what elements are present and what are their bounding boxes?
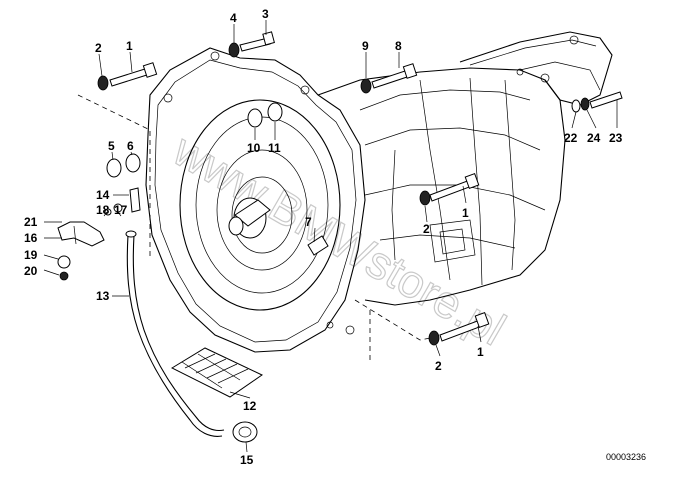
oil-filter-grille bbox=[170, 347, 263, 398]
callout-12: 12 bbox=[243, 399, 257, 413]
leader-lines bbox=[43, 20, 618, 453]
callout-17: 17 bbox=[114, 203, 128, 217]
callout-1-lower: 1 bbox=[477, 345, 484, 359]
callout-16: 16 bbox=[24, 231, 38, 245]
callout-23: 23 bbox=[609, 131, 623, 145]
callout-22: 22 bbox=[564, 131, 578, 145]
callouts: 1 2 3 4 5 6 7 8 9 10 11 12 13 14 15 16 1… bbox=[24, 7, 623, 467]
callout-7: 7 bbox=[305, 215, 312, 229]
callout-1: 1 bbox=[126, 39, 133, 53]
gearbox-case bbox=[317, 67, 566, 306]
callout-2-lower: 2 bbox=[435, 359, 442, 373]
callout-14: 14 bbox=[96, 188, 110, 202]
callout-20: 20 bbox=[24, 264, 38, 278]
callout-21: 21 bbox=[24, 215, 38, 229]
bell-housing bbox=[145, 47, 366, 353]
fasteners bbox=[97, 31, 623, 346]
callout-2: 2 bbox=[95, 41, 102, 55]
callout-6: 6 bbox=[127, 139, 134, 153]
callout-10: 10 bbox=[247, 141, 261, 155]
callout-1-right: 1 bbox=[462, 206, 469, 220]
callout-9: 9 bbox=[362, 39, 369, 53]
torque-converter bbox=[179, 99, 341, 311]
watermark-text: www.BMWstore.pl bbox=[164, 123, 514, 355]
callout-4: 4 bbox=[230, 11, 237, 25]
hose-bracket-assembly bbox=[57, 187, 258, 443]
document-number: 00003236 bbox=[606, 452, 646, 462]
callout-11: 11 bbox=[268, 141, 281, 155]
rear-mount bbox=[459, 31, 613, 106]
callout-8: 8 bbox=[395, 39, 402, 53]
callout-3: 3 bbox=[262, 7, 269, 21]
callout-2-right: 2 bbox=[423, 222, 430, 236]
callout-13: 13 bbox=[96, 289, 110, 303]
callout-15: 15 bbox=[240, 453, 254, 467]
callout-5: 5 bbox=[108, 139, 115, 153]
callout-18: 18 bbox=[96, 203, 110, 217]
callout-19: 19 bbox=[24, 248, 38, 262]
callout-24: 24 bbox=[587, 131, 601, 145]
